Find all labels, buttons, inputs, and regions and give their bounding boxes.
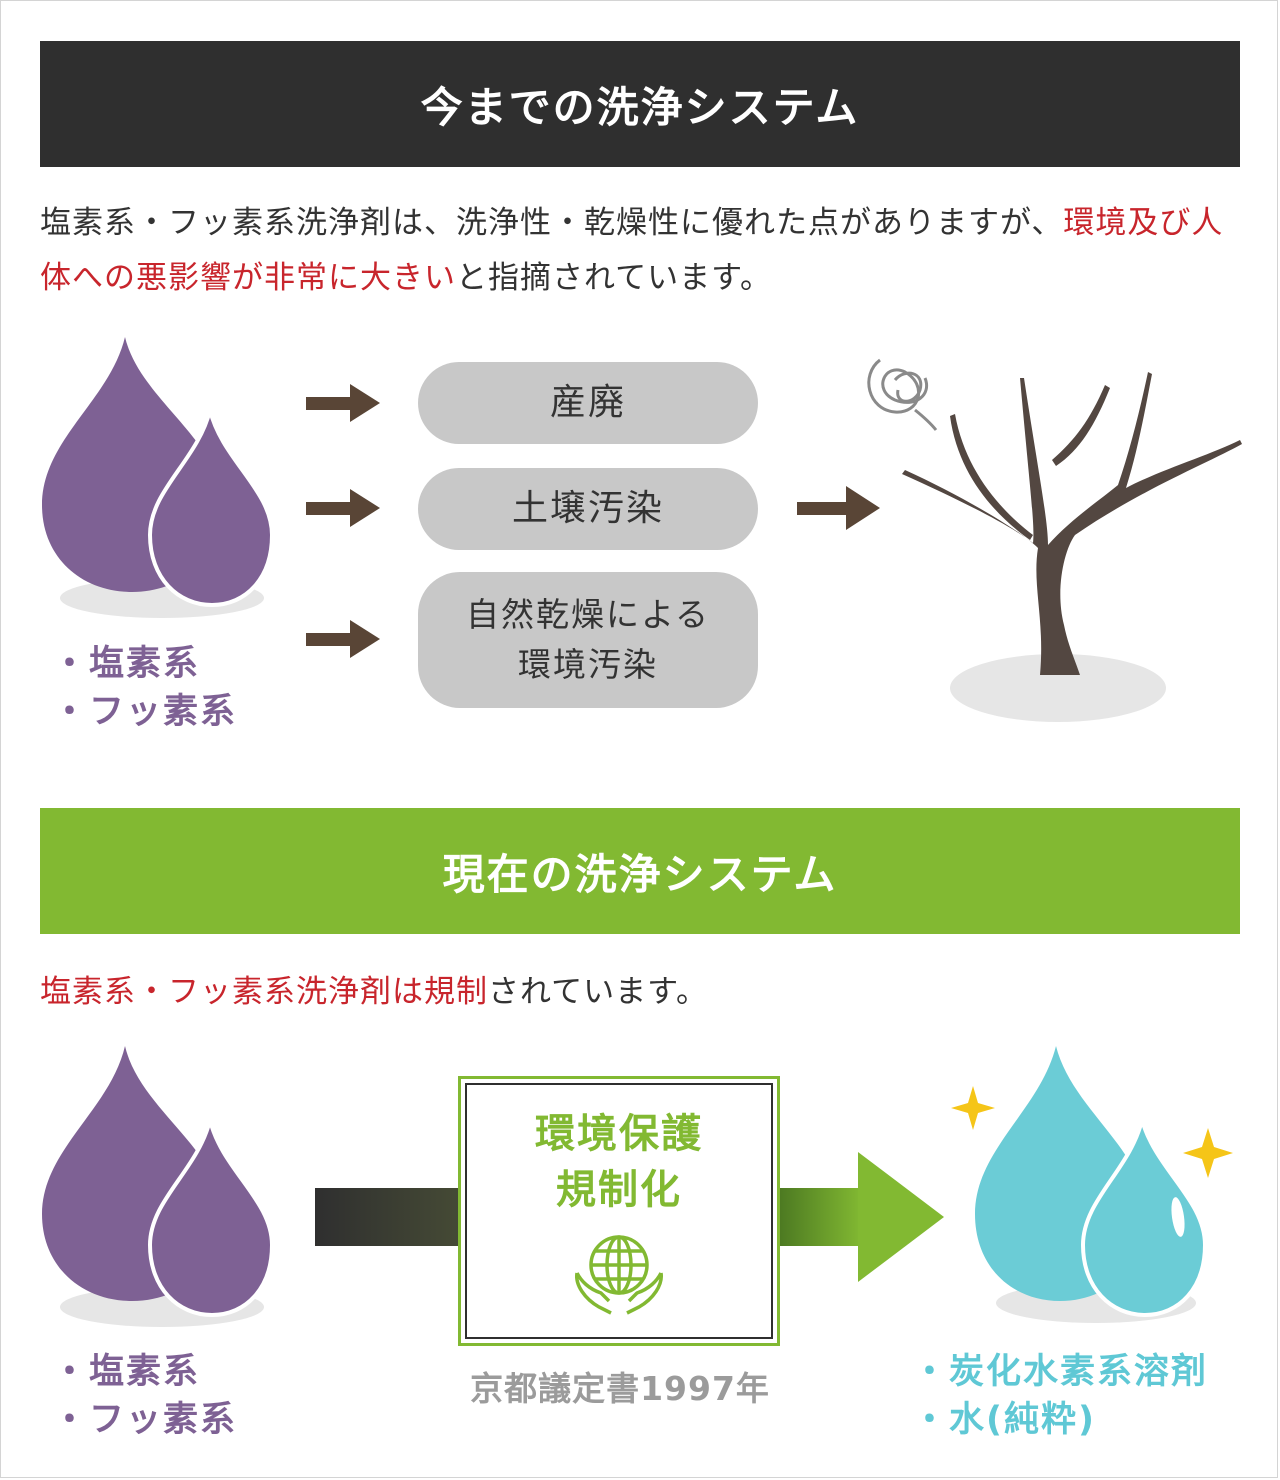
old-intro-highlight: 環境及び人体への悪影響が非常に大きい — [40, 205, 1224, 296]
arrow-right-icon — [797, 486, 880, 530]
impact-pill-natural-drying: 自然乾燥による 環境汚染 — [418, 572, 758, 708]
regulation-title-line: 規制化 — [556, 1167, 682, 1213]
new-drops-left-icon — [42, 1046, 275, 1327]
legend-item: ・炭化水素系溶剤 — [912, 1352, 1209, 1392]
scribble-icon — [867, 358, 938, 431]
impact-pill-industrial-waste: 産廃 — [418, 362, 758, 444]
new-system-banner: 現在の洗浄システム — [40, 808, 1240, 934]
impact-label: 土壌汚染 — [511, 488, 664, 529]
old-system-title: 今までの洗浄システム — [420, 82, 860, 132]
impact-label-line: 自然乾燥による — [465, 595, 710, 634]
old-drops-icon — [42, 337, 275, 618]
legend-item: ・塩素系 — [52, 644, 201, 684]
impact-pill-soil-pollution: 土壌汚染 — [418, 468, 758, 550]
impact-arrows — [306, 384, 880, 658]
legend-item: ・フッ素系 — [52, 692, 238, 732]
new-system-title: 現在の洗浄システム — [442, 849, 838, 899]
arrow-right-icon — [306, 620, 380, 658]
current-solvent-legend: ・炭化水素系溶剤 ・水(純粋) — [912, 1348, 1208, 1444]
arrow-right-icon — [306, 489, 380, 527]
regulation-title-line: 環境保護 — [535, 1111, 703, 1157]
legend-item: ・フッ素系 — [52, 1400, 238, 1440]
sparkle-icon — [951, 1086, 1233, 1178]
cyan-drops-icon — [975, 1046, 1208, 1323]
regulated-solvent-legend: ・塩素系 ・フッ素系 — [52, 1348, 237, 1444]
impact-label: 産廃 — [549, 382, 626, 423]
old-solvent-legend: ・塩素系 ・フッ素系 — [52, 640, 237, 736]
new-system-intro: 塩素系・フッ素系洗浄剤は規制されています。 — [40, 965, 1240, 1020]
regulation-box: 環境保護 規制化 — [458, 1076, 780, 1346]
kyoto-protocol-caption: 京都議定書1997年 — [470, 1369, 770, 1408]
old-system-banner: 今までの洗浄システム — [40, 41, 1240, 167]
impact-label-line: 環境汚染 — [518, 645, 658, 684]
old-system-intro: 塩素系・フッ素系洗浄剤は、洗浄性・乾燥性に優れた点がありますが、環境及び人体への… — [40, 196, 1240, 306]
regulation-box-inner-frame — [465, 1083, 773, 1339]
new-intro-text-end: されています。 — [488, 974, 708, 1010]
input-flow-bar — [315, 1188, 460, 1246]
dead-tree-icon — [902, 372, 1242, 722]
old-intro-text: 塩素系・フッ素系洗浄剤は、洗浄性・乾燥性に優れた点がありますが、 — [40, 205, 1064, 241]
arrow-right-icon — [306, 384, 380, 422]
new-intro-highlight: 塩素系・フッ素系洗浄剤は規制 — [40, 974, 488, 1010]
arrow-right-icon — [780, 1152, 944, 1282]
legend-item: ・水(純粋) — [912, 1400, 1096, 1440]
globe-hands-icon — [575, 1235, 663, 1315]
legend-item: ・塩素系 — [52, 1352, 201, 1392]
old-intro-text-end: と指摘されています。 — [456, 260, 772, 296]
